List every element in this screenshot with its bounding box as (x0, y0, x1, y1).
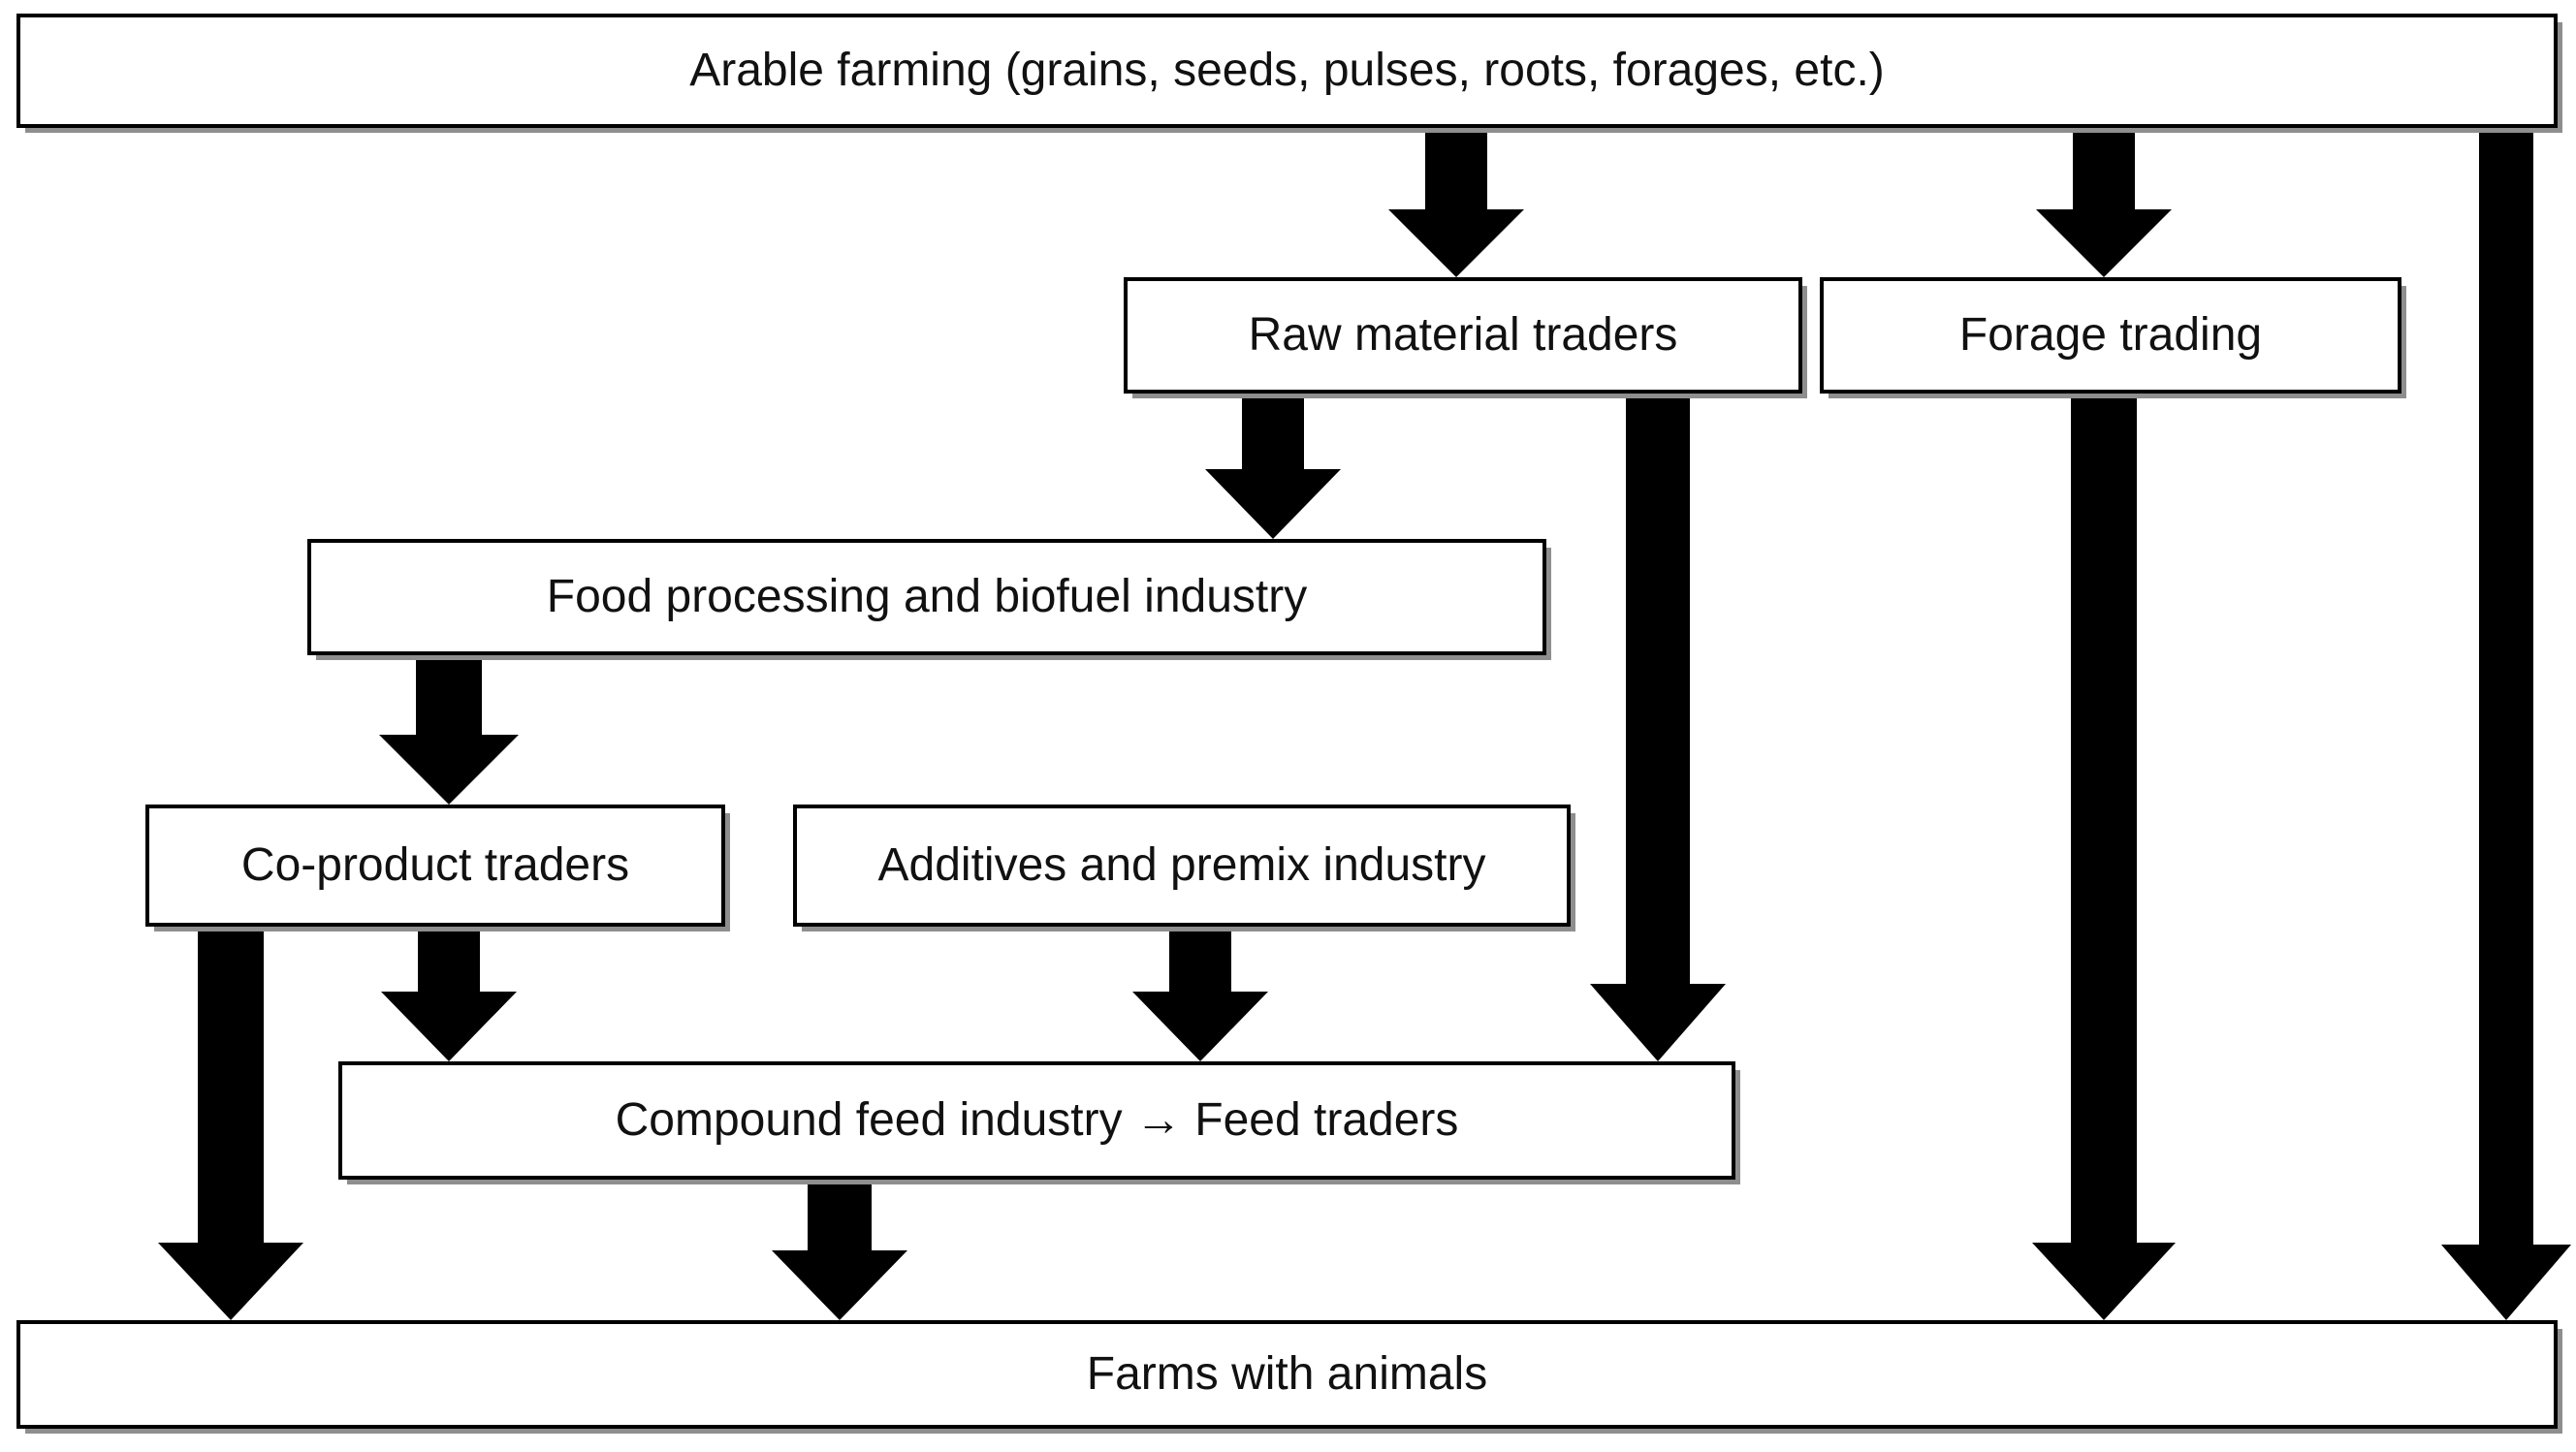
node-co-product-traders: Co-product traders (145, 805, 725, 927)
node-label-farms-with-animals: Farms with animals (1086, 1347, 1488, 1400)
node-compound-feed: Compound feed industry → Feed traders (338, 1061, 1735, 1180)
arrow-head (1590, 984, 1726, 1064)
arrow-head (1132, 992, 1268, 1064)
node-forage-trading: Forage trading (1820, 277, 2401, 394)
arrow-shaft (1626, 394, 1690, 987)
arrow-shaft (416, 655, 482, 738)
arrow-head (2036, 209, 2172, 280)
node-label-food-processing: Food processing and biofuel industry (546, 570, 1308, 622)
node-farms-with-animals: Farms with animals (16, 1320, 2558, 1429)
arrow-head (2032, 1243, 2176, 1323)
arrow-shaft (1169, 927, 1231, 994)
arrow-shaft (2479, 128, 2533, 1247)
arrow-shaft (2073, 128, 2135, 212)
arrow-head (158, 1243, 303, 1323)
arrow-head (1205, 469, 1341, 542)
arrow-head (379, 735, 519, 807)
node-label-compound-feed: Compound feed industry → Feed traders (615, 1093, 1459, 1146)
arrow-shaft (1242, 394, 1304, 472)
node-label-raw-material-traders: Raw material traders (1248, 308, 1678, 361)
arrow-head (1388, 209, 1524, 280)
arrow-shaft (1425, 128, 1487, 212)
node-raw-material-traders: Raw material traders (1124, 277, 1802, 394)
node-label-co-product-traders: Co-product traders (240, 838, 630, 891)
arrow-shaft (418, 927, 480, 994)
arrow-head (772, 1250, 907, 1323)
node-label-forage-trading: Forage trading (1958, 308, 2263, 361)
arrow-shaft (808, 1180, 872, 1253)
arrow-head (381, 992, 517, 1064)
node-food-processing: Food processing and biofuel industry (307, 539, 1546, 655)
node-label-arable-farming: Arable farming (grains, seeds, pulses, r… (689, 44, 1885, 96)
arrow-shaft (198, 927, 264, 1246)
node-additives-premix: Additives and premix industry (793, 805, 1571, 927)
arrow-head (2441, 1245, 2571, 1323)
node-arable-farming: Arable farming (grains, seeds, pulses, r… (16, 14, 2558, 128)
arrow-shaft (2071, 394, 2137, 1246)
node-label-additives-premix: Additives and premix industry (877, 838, 1486, 891)
